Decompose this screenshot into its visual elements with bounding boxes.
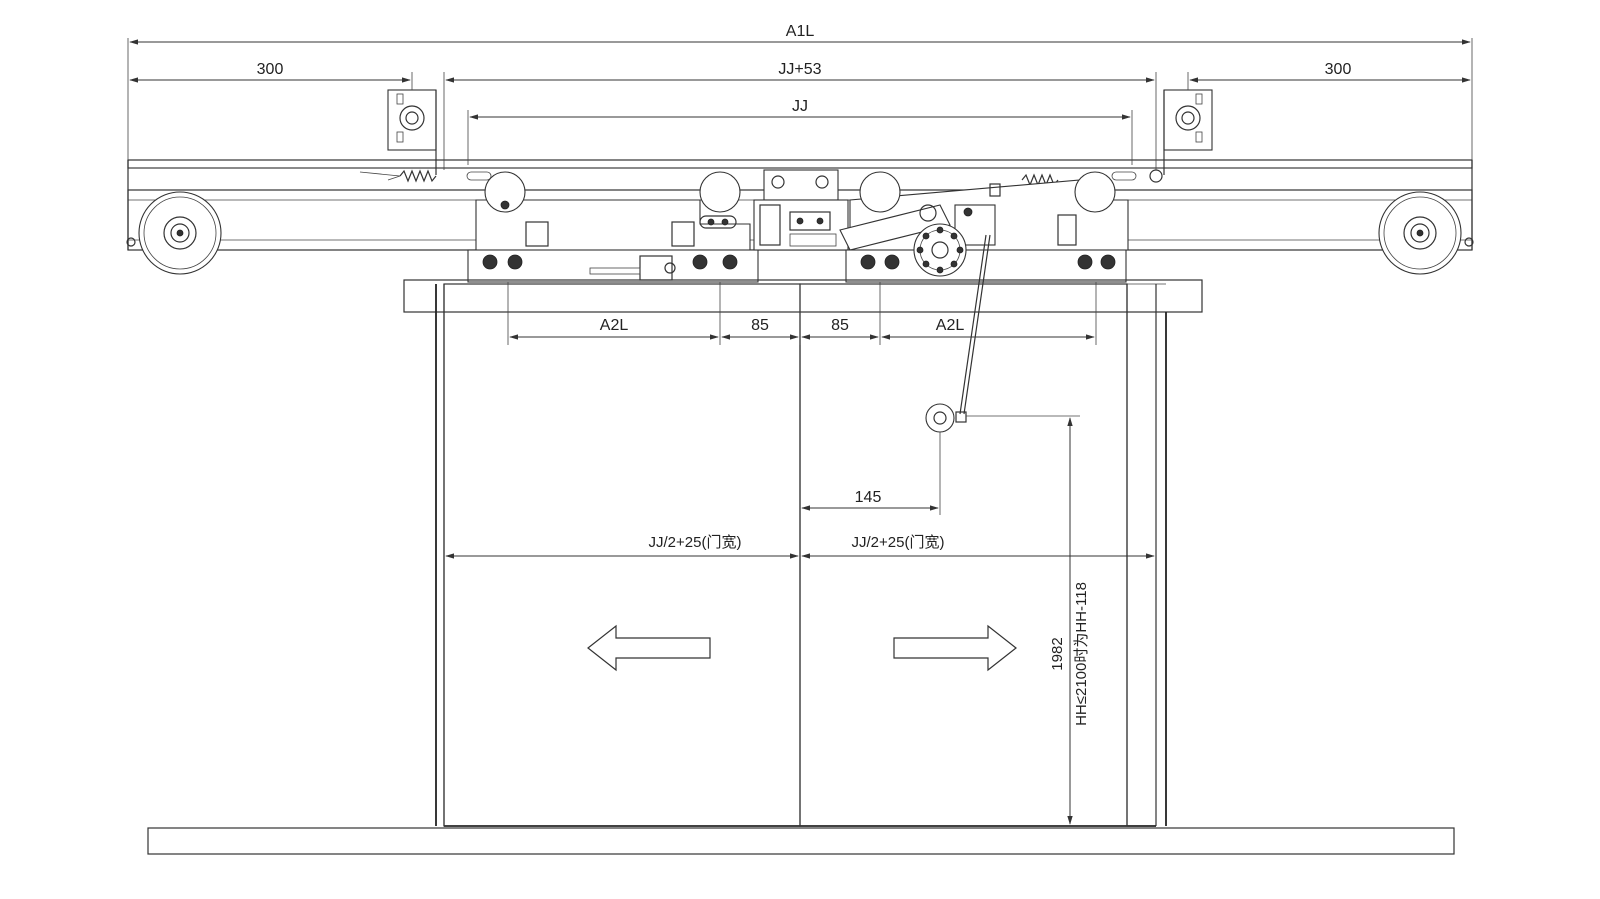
dim-jj-53: JJ+53 bbox=[778, 61, 821, 78]
dim-left-300: 300 bbox=[257, 61, 284, 78]
dim-panel-left: JJ/2+25(门宽) bbox=[649, 534, 742, 551]
hanger-left bbox=[467, 171, 759, 283]
hanger-right bbox=[839, 171, 1129, 283]
floor-sill bbox=[147, 827, 1455, 855]
dim-1982: 1982 bbox=[1049, 637, 1066, 670]
arrow-left-icon bbox=[587, 624, 711, 672]
drive-sprocket bbox=[913, 223, 967, 277]
header-plate bbox=[403, 279, 1203, 313]
dim-85-right: 85 bbox=[831, 317, 849, 334]
dim-panel-right: JJ/2+25(门宽) bbox=[852, 534, 945, 551]
dim-85-left: 85 bbox=[751, 317, 769, 334]
pulley-left bbox=[126, 191, 222, 275]
spring-left bbox=[359, 169, 492, 183]
dim-jj: JJ bbox=[792, 98, 808, 115]
door-panel-left bbox=[443, 283, 801, 827]
mount-bracket-left bbox=[387, 89, 437, 175]
dim-a2l-left: A2L bbox=[600, 317, 629, 334]
dim-145: 145 bbox=[855, 489, 882, 506]
dimension-labels: A1L 300 JJ+53 300 JJ A2L 85 85 A2L 145 J… bbox=[257, 23, 1352, 726]
dim-a1l: A1L bbox=[786, 23, 815, 40]
arrow-right-icon bbox=[893, 624, 1017, 672]
door-lock-assembly bbox=[753, 169, 849, 251]
pulley-right bbox=[1378, 191, 1474, 275]
drive-arm bbox=[925, 234, 1080, 515]
dim-a2l-right: A2L bbox=[936, 317, 965, 334]
mount-bracket-right bbox=[1163, 89, 1213, 175]
door-roller bbox=[925, 403, 955, 433]
dim-right-300: 300 bbox=[1325, 61, 1352, 78]
dimension-lines bbox=[127, 38, 1473, 825]
door-frame bbox=[435, 284, 1167, 827]
door-panel-right bbox=[799, 283, 1128, 827]
dim-height-note: HH≤2100时为HH-118 bbox=[1073, 582, 1090, 726]
